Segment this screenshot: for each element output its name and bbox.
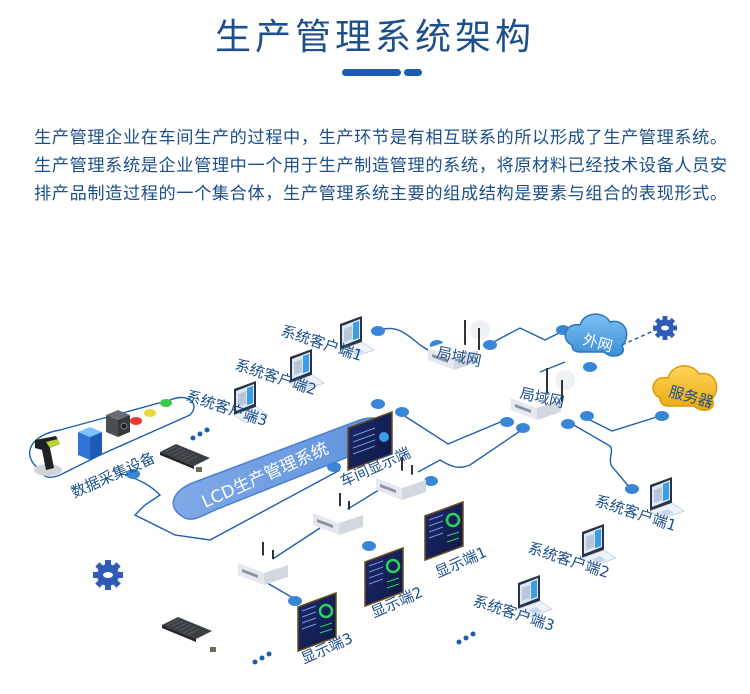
lan-router-mid[interactable]: 局域网 [511,368,575,420]
mouse-icon [196,467,202,472]
server-stack-icon [78,427,102,460]
node-dot [424,476,438,486]
node-dot [625,484,639,494]
node-dot [655,411,669,421]
node-dot [561,419,575,429]
link-lan-workshop [399,412,511,445]
node-dot [500,417,514,427]
client-right-2[interactable]: 系统客户端2 [526,523,617,582]
red-light-icon [130,417,142,425]
client-left-3-label: 系统客户端3 [184,387,270,430]
node-dot [362,541,376,551]
intro-paragraph: 生产管理企业在车间生产的过程中，生产环节是有相互联系的所以形成了生产管理系统。生… [34,128,728,204]
server-cloud[interactable]: 服务器 [652,365,718,412]
node-dots [126,325,669,606]
link-lan-client-right [571,423,631,489]
client-right-3[interactable]: 系统客户端3 [471,574,557,635]
node-dot [583,362,597,372]
gear-icon [653,316,677,340]
node-dot [126,469,140,479]
display-3[interactable]: 显示端3 [296,591,355,668]
title-underline-short [404,69,422,76]
link-client1-lan [379,327,429,351]
router-chain-1[interactable] [376,457,426,500]
node-dot [371,399,385,409]
node-dot [483,340,497,350]
node-dot [371,326,385,336]
node-dot [395,407,409,417]
link-lan-external [487,327,566,346]
keyboard-icon [159,443,211,470]
node-dot [288,596,302,606]
display-2[interactable]: 显示端2 [363,546,425,622]
lan-router-top[interactable]: 局域网 [428,320,490,370]
link-lan-router [417,426,527,473]
external-network-cloud[interactable]: 外网 [564,313,628,357]
green-light-icon [160,399,172,407]
client-right-3-label: 系统客户端3 [471,592,557,635]
router-chain-3[interactable] [238,542,288,585]
keyboard-icon [161,616,213,643]
client-left-3[interactable]: 系统客户端3 [184,380,270,430]
data-collection-loop [28,396,195,478]
link-lan-server [581,415,661,432]
title-underline-long [342,69,401,76]
more-dots [190,427,476,665]
data-collection-devices: 数据采集设备 [34,399,172,502]
router-chain-2[interactable] [313,493,363,535]
camera-box-icon [106,410,130,437]
page-title: 生产管理系统架构 [214,17,535,58]
gear-icon [93,560,123,590]
link-lan-lan [539,361,566,373]
node-dot [580,411,594,421]
display-1[interactable]: 显示端1 [423,500,489,582]
node-dot [516,423,530,433]
mouse-icon [210,647,216,652]
yellow-light-icon [144,409,156,417]
link-external-gear [621,327,661,346]
client-right-1[interactable]: 系统客户端1 [593,476,685,535]
